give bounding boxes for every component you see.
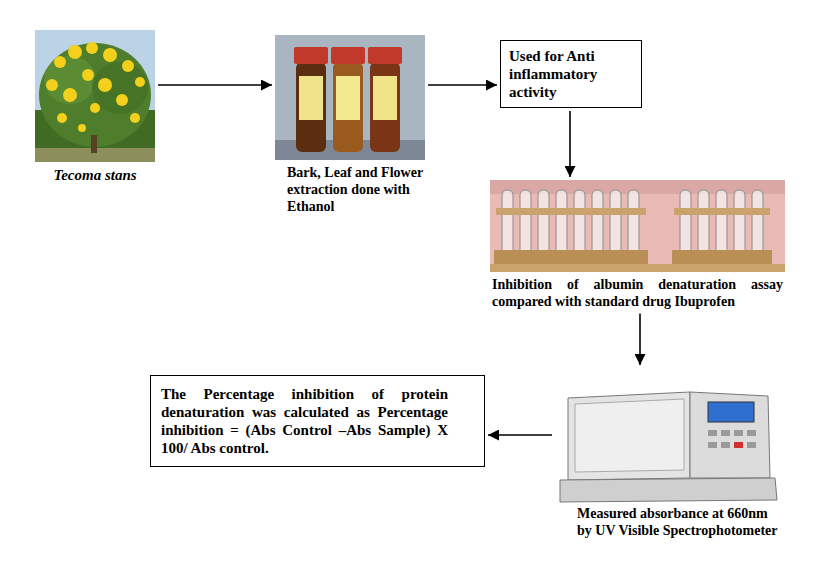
test-tube-rack-photo [490,180,785,272]
photo-area [555,368,780,503]
process-box: Used for Anti inflammatory activity [500,40,642,108]
formula-box: The Percentage inhibition of protein den… [150,375,485,467]
assay-photo-node: Inhibition of albumin denaturation assay… [490,180,785,311]
photo-area [275,35,425,160]
extract-tubes-photo [275,35,425,160]
plant-photo-node: Tecoma stans [35,30,155,184]
spectrophotometer-photo [555,368,780,503]
extract-photo-node: Bark, Leaf and Flower extraction done wi… [275,35,425,215]
box-text: The Percentage inhibition of protein den… [161,385,448,457]
flow-arrow [569,111,571,177]
photo-caption: Tecoma stans [35,162,155,184]
photo-caption: Measured absorbance at 660nm by UV Visib… [555,503,780,540]
photo-area [35,30,155,162]
photo-area [490,180,785,272]
flow-arrow [639,314,641,365]
flow-arrow [158,84,272,86]
flow-arrow [488,434,552,436]
plant-photo [35,30,155,162]
box-text: Used for Anti inflammatory activity [509,47,633,101]
photo-caption: Inhibition of albumin denaturation assay… [490,272,785,311]
spectrophotometer-node: Measured absorbance at 660nm by UV Visib… [555,368,780,540]
flow-arrow [428,84,497,86]
photo-caption: Bark, Leaf and Flower extraction done wi… [275,160,425,215]
